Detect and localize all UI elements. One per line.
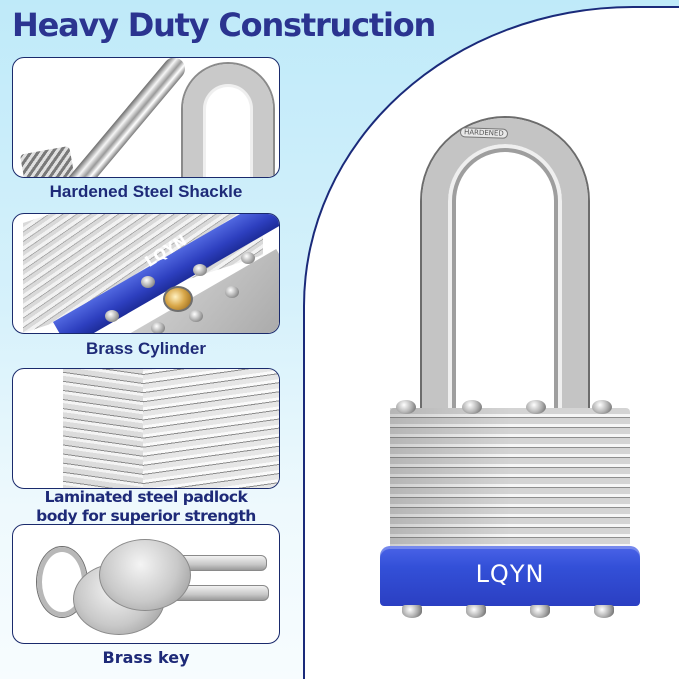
rivet-icon	[189, 310, 203, 322]
shackle-stamp: HARDENED	[459, 127, 508, 139]
shackle-loop-image	[183, 64, 273, 177]
rivet-icon	[526, 400, 546, 414]
caption-cylinder: Brass Cylinder	[86, 339, 206, 358]
rivet-icon	[592, 400, 612, 414]
caption-shackle: Hardened Steel Shackle	[49, 182, 243, 201]
brand-band: LQYN	[380, 546, 640, 606]
rivet-icon	[105, 310, 119, 322]
caption-laminated-body: Laminated steel padlock body for superio…	[12, 488, 280, 526]
rivet-icon	[466, 605, 486, 618]
caption-key: Brass key	[102, 648, 190, 667]
rivet-icon	[396, 400, 416, 414]
rivet-icon	[402, 605, 422, 618]
shackle-image	[422, 118, 588, 438]
caption-line: body for superior strength	[36, 507, 256, 525]
brand-logo: LQYN	[475, 560, 545, 588]
laminated-plates-corner-image	[63, 369, 143, 488]
rivet-icon	[193, 264, 207, 276]
key-head-image	[99, 539, 191, 611]
rivet-icon	[462, 400, 482, 414]
feature-panel-laminated-body	[12, 368, 280, 489]
rivet-icon	[594, 605, 614, 618]
rivet-icon	[151, 322, 165, 333]
body-shading	[390, 408, 510, 558]
caption-line: Laminated steel padlock	[44, 488, 248, 506]
feature-panel-cylinder: LQYN	[12, 213, 280, 334]
laminated-body-image	[390, 408, 630, 558]
rivet-icon	[141, 276, 155, 288]
brass-keyhole-icon	[163, 286, 193, 312]
rivet-icon	[530, 605, 550, 618]
shackle-spring-image	[19, 145, 77, 177]
feature-panel-keys	[12, 524, 280, 644]
page-title: Heavy Duty Construction	[12, 6, 436, 44]
padlock-product-image: HARDENED LQYN	[380, 110, 640, 630]
rivet-icon	[241, 252, 255, 264]
rivet-icon	[225, 286, 239, 298]
feature-panel-shackle	[12, 57, 280, 178]
